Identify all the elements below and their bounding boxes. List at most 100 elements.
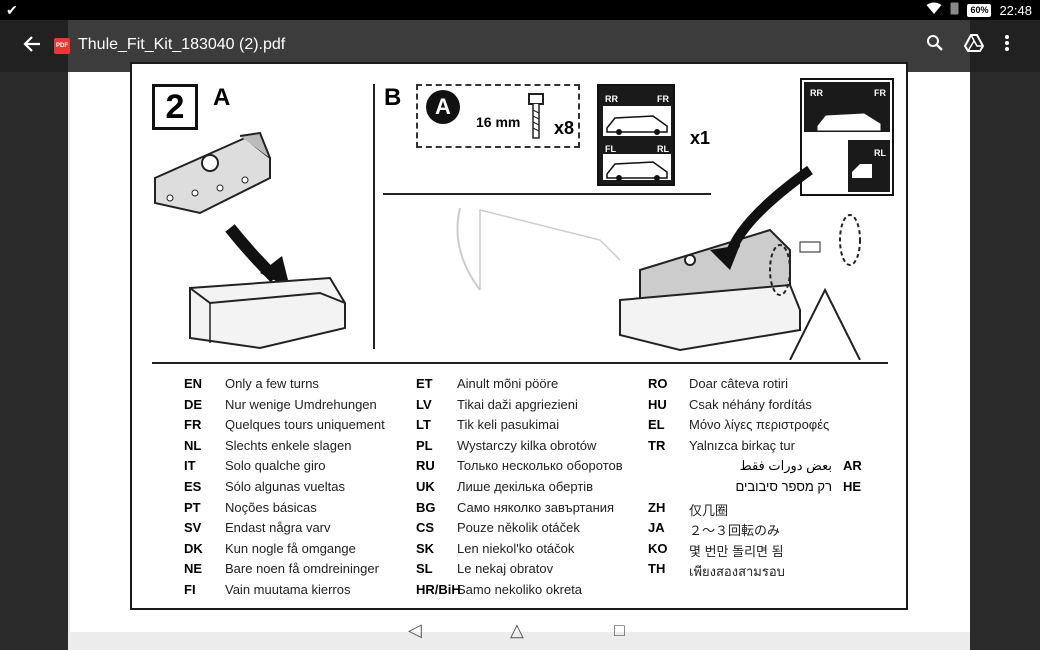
language-code: FI <box>184 582 196 597</box>
language-text: Bare noen få omdreininger <box>225 561 379 577</box>
section-b-divider <box>383 193 711 195</box>
language-text: רק מספר סיבובים <box>735 479 832 494</box>
language-code: EL <box>648 417 665 433</box>
navigation-bar: ◁ △ □ <box>0 614 1040 650</box>
tag-rl: RL <box>657 144 669 154</box>
nav-back-button[interactable]: ◁ <box>408 620 422 640</box>
language-code: SL <box>416 561 433 577</box>
language-code: SV <box>184 520 202 536</box>
car-icon <box>603 106 671 181</box>
arrow-back-icon[interactable] <box>22 34 42 60</box>
language-text: Yalnızca birkaç tur <box>689 437 795 453</box>
car-position-detail: RR FR RL <box>800 78 894 196</box>
sim-icon <box>950 2 959 18</box>
bolt-callout: A 16 mm x8 <box>416 84 580 148</box>
language-code: IT <box>184 458 196 474</box>
clock: 22:48 <box>999 2 1032 18</box>
language-text: Sólo algunas vueltas <box>225 479 345 494</box>
language-code: SK <box>416 540 435 556</box>
language-code: TH <box>648 561 666 577</box>
tag-rl-detail: RL <box>874 148 886 158</box>
panel-quantity: x1 <box>690 128 711 148</box>
language-text: Tikai daži apgriezieni <box>457 396 578 412</box>
language-code: RO <box>648 376 668 391</box>
language-text: Лише декілька обертів <box>457 479 594 494</box>
pdf-file-icon: PDF <box>54 38 70 54</box>
language-text: Ainult mõni pööre <box>457 376 559 391</box>
language-text: Nur wenige Umdrehungen <box>225 396 377 412</box>
language-code: CS <box>416 520 435 536</box>
language-code: DE <box>184 396 203 412</box>
language-code: HR/BiH <box>416 582 461 597</box>
language-code: KO <box>648 540 668 556</box>
language-text: Samo nekoliko okreta <box>457 582 583 597</box>
language-code: NL <box>184 437 202 453</box>
bolt-size: 16 mm <box>476 114 521 130</box>
drive-icon[interactable] <box>963 34 985 57</box>
document-title: Thule_Fit_Kit_183040 (2).pdf <box>78 36 286 53</box>
language-text: Le nekaj obratov <box>457 561 554 577</box>
language-text: Noções básicas <box>225 499 317 515</box>
vertical-divider <box>373 84 375 349</box>
bolt-label-circle: A <box>426 90 460 124</box>
tag-fr-detail: FR <box>874 88 886 98</box>
language-code: ET <box>416 376 433 391</box>
language-text: 仅几圈 <box>689 502 729 518</box>
car-position-panel: RR FR FL RL <box>597 84 675 186</box>
bolt-icon <box>528 93 544 139</box>
language-text: Doar câteva rotiri <box>689 376 788 391</box>
tag-fl: FL <box>605 144 616 154</box>
language-text: Kun nogle få omgange <box>225 540 356 556</box>
language-text: เพียงสองสามรอบ <box>689 564 785 580</box>
more-vert-icon[interactable] <box>1004 34 1010 57</box>
language-text: Μόνο λίγες περιστροφές <box>689 417 830 433</box>
bolt-quantity: x8 <box>554 118 575 138</box>
language-text: Len niekol'ko otáčok <box>457 540 575 556</box>
section-b-label: B <box>384 84 402 111</box>
language-code: RU <box>416 458 435 474</box>
check-icon: ✔ <box>6 2 18 18</box>
status-bar: ✔ 60% 22:48 <box>0 0 1040 20</box>
tag-rr: RR <box>605 94 618 104</box>
language-code: AR <box>843 458 862 474</box>
language-code: JA <box>648 520 665 536</box>
step-number: 2 <box>152 84 198 130</box>
nav-home-button[interactable]: △ <box>510 620 524 640</box>
language-code: ZH <box>648 499 666 515</box>
language-text: Pouze několik otáček <box>457 520 580 536</box>
language-text: Solo qualche giro <box>225 458 326 474</box>
language-text: Only a few turns <box>225 376 319 391</box>
language-text: 몇 번만 돌리면 됨 <box>689 543 784 559</box>
language-code: TR <box>648 437 666 453</box>
language-text: ２〜３回転のみ <box>689 523 781 539</box>
language-text: Tik keli pasukimai <box>457 417 560 433</box>
language-code: PL <box>416 437 433 453</box>
assembly-illustration <box>456 165 861 360</box>
section-a-label: A <box>213 84 231 111</box>
language-code: HE <box>843 479 862 494</box>
language-code: LV <box>416 396 432 412</box>
language-text: Wystarczy kilka obrotów <box>457 437 597 453</box>
language-code: HU <box>648 396 667 412</box>
app-bar: PDF Thule_Fit_Kit_183040 (2).pdf <box>0 20 1040 72</box>
language-text: Quelques tours uniquement <box>225 417 385 433</box>
language-code: DK <box>184 540 203 556</box>
language-text: Csak néhány fordítás <box>689 396 812 412</box>
tag-rr-detail: RR <box>810 88 823 98</box>
language-text: Только несколько оборотов <box>457 458 623 474</box>
battery-icon: 60% <box>967 3 992 17</box>
language-code: PT <box>184 499 201 515</box>
search-icon[interactable] <box>926 34 944 57</box>
bracket-and-foot-illustration <box>154 131 346 350</box>
tag-fr: FR <box>657 94 669 104</box>
language-text: Само няколко завъртания <box>457 499 615 515</box>
language-text: بعض دورات فقط <box>739 458 832 474</box>
language-code: NE <box>184 561 203 577</box>
nav-recents-button[interactable]: □ <box>614 620 625 640</box>
car-detail-icon <box>817 113 881 178</box>
wifi-icon <box>926 2 942 18</box>
language-text: Vain muutama kierros <box>225 582 351 597</box>
language-code: FR <box>184 417 202 433</box>
legend-divider <box>152 362 888 364</box>
language-code: ES <box>184 479 202 494</box>
